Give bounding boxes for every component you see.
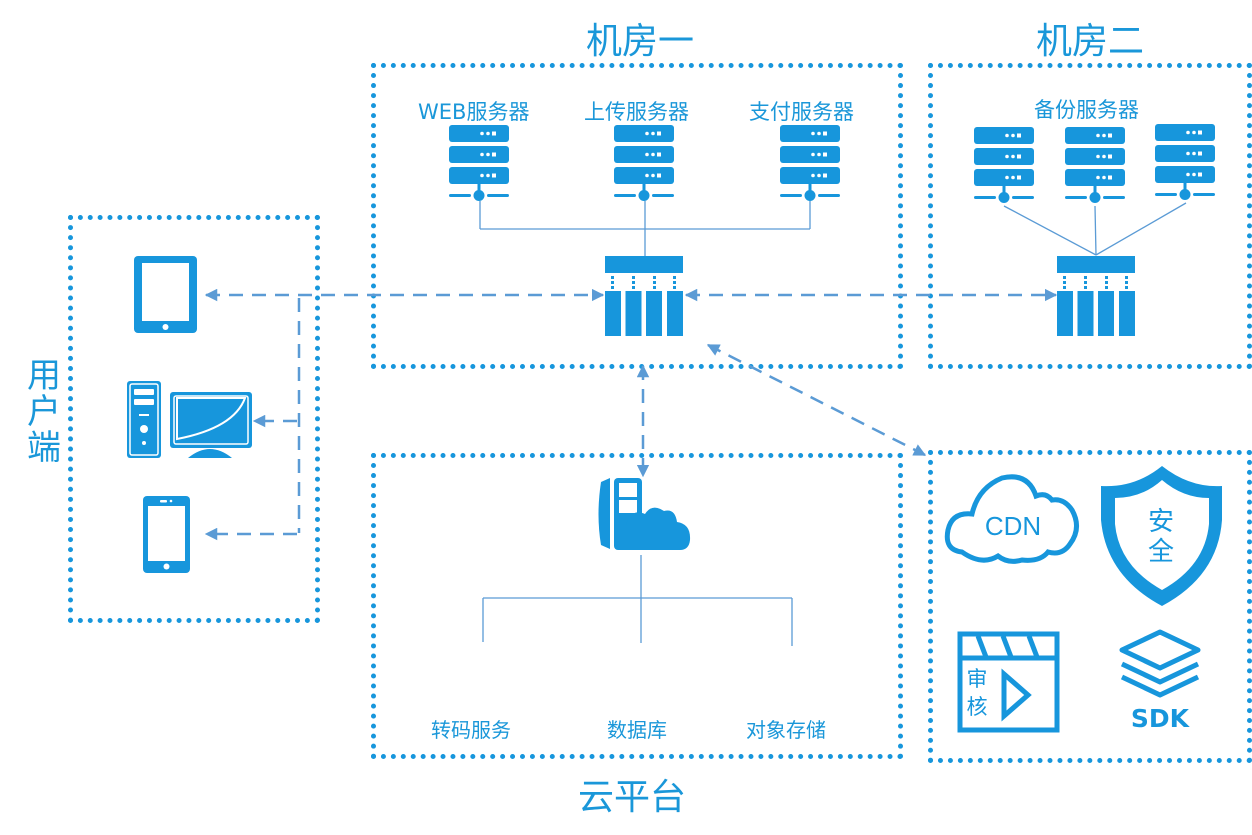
sdk-label: SDK xyxy=(1131,704,1191,733)
review-video-icon xyxy=(957,631,1060,733)
web-server-icon xyxy=(449,125,509,201)
backup-server-icon xyxy=(974,127,1034,203)
room1-connector-lines xyxy=(479,201,811,256)
review-label-char: 审 xyxy=(967,667,988,691)
cdn-cloud-icon xyxy=(944,474,1079,564)
client-title-char: 户 xyxy=(27,392,61,432)
room2-switch-icon xyxy=(1057,256,1135,336)
desktop-computer-icon xyxy=(127,381,252,458)
room1-title: 机房一 xyxy=(586,21,695,62)
room1-switch-icon xyxy=(605,256,683,336)
backup-server-icon xyxy=(1065,127,1125,203)
tablet-icon xyxy=(134,256,197,333)
room2-connector-lines xyxy=(1003,202,1187,256)
room2-title: 机房二 xyxy=(1036,21,1145,62)
client-title: 用 户 端 xyxy=(24,358,64,466)
cloud-server-icon xyxy=(598,478,691,550)
sdk-layers-icon xyxy=(1119,629,1201,698)
object-storage-label: 对象存储 xyxy=(746,718,826,742)
cdn-label: CDN xyxy=(985,511,1041,541)
transcode-service-label: 转码服务 xyxy=(431,718,511,742)
security-shield-icon xyxy=(1101,466,1222,606)
client-title-char: 端 xyxy=(27,428,61,468)
backup-server-label: 备份服务器 xyxy=(1034,98,1139,122)
smartphone-icon xyxy=(143,496,190,573)
cloud-platform-title: 云平台 xyxy=(578,777,687,818)
review-label-char: 核 xyxy=(967,695,988,719)
payment-server-label: 支付服务器 xyxy=(749,100,854,124)
upload-server-icon xyxy=(614,125,674,201)
security-label-char: 安 xyxy=(1148,507,1174,537)
room2-group xyxy=(928,63,1252,369)
data-flow-connectors xyxy=(204,288,1058,541)
backup-server-icon xyxy=(1155,124,1215,200)
client-title-char: 用 xyxy=(27,356,61,396)
web-server-label: WEB服务器 xyxy=(418,100,530,124)
database-label: 数据库 xyxy=(607,718,667,742)
extras-group xyxy=(928,450,1252,763)
client-group xyxy=(68,215,320,623)
upload-server-label: 上传服务器 xyxy=(584,100,689,124)
room1-extras-connector xyxy=(706,343,927,457)
payment-server-icon xyxy=(780,125,840,201)
cloud-connector-lines xyxy=(482,555,793,646)
security-label-char: 全 xyxy=(1148,537,1174,567)
